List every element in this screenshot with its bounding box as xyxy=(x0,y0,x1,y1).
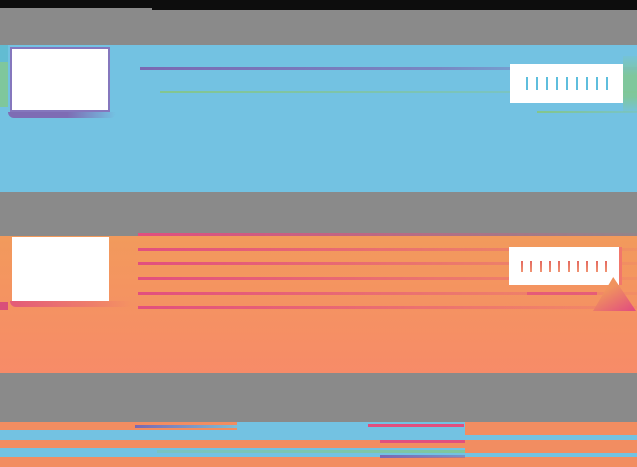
footer-stripe-orange xyxy=(0,422,237,430)
barcode-tick xyxy=(565,77,568,90)
ticket-card-orange[interactable] xyxy=(0,233,637,373)
logo-placeholder-box xyxy=(12,237,109,301)
logo-box-shadow xyxy=(8,112,116,118)
barcode-tick xyxy=(605,77,608,90)
title-line-placeholder xyxy=(140,67,637,70)
card-edge-pink-accent xyxy=(0,302,8,310)
barcode-tick xyxy=(575,77,578,90)
barcode-tick xyxy=(567,260,570,272)
window-top-edge-step xyxy=(152,8,637,10)
barcode xyxy=(510,64,623,103)
footer-stripe-blue xyxy=(465,435,637,440)
barcode-tick xyxy=(525,77,528,90)
text-placeholder-band xyxy=(0,373,637,422)
logo-box-shadow xyxy=(10,301,138,307)
footer-stripe-orange xyxy=(0,440,465,448)
barcode-tick xyxy=(539,260,542,272)
detail-line-placeholder xyxy=(537,111,637,113)
card-edge-green-accent-left xyxy=(0,62,8,107)
text-placeholder-band xyxy=(0,192,637,236)
footer-accent-line-purple xyxy=(380,455,465,458)
card-edge-green-accent-right xyxy=(623,56,637,112)
ticket-card-blue[interactable] xyxy=(0,45,637,192)
barcode-tick xyxy=(595,77,598,90)
barcode-tick xyxy=(577,260,580,272)
barcode-tick xyxy=(555,77,558,90)
text-line-placeholder xyxy=(138,306,637,310)
barcode-tick xyxy=(585,77,588,90)
footer-stripe-blue xyxy=(465,453,637,457)
footer-accent-line-pink xyxy=(380,440,465,443)
footer-stripe-orange xyxy=(465,457,637,467)
barcode-tick xyxy=(545,77,548,90)
barcode-tick xyxy=(535,77,538,90)
card-edge-teal-accent xyxy=(0,45,8,62)
text-line-group xyxy=(138,233,637,310)
footer-accent-line-purple xyxy=(135,425,237,428)
window-top-edge xyxy=(0,0,637,8)
text-line-placeholder xyxy=(138,247,637,251)
partially-visible-cards xyxy=(0,422,637,467)
barcode-tick xyxy=(548,260,551,272)
text-line-placeholder xyxy=(138,233,637,236)
barcode-tick xyxy=(520,260,523,272)
barcode-tick xyxy=(586,260,589,272)
footer-accent-line-pink xyxy=(368,424,464,427)
header-text-placeholder-band xyxy=(0,8,637,45)
text-line-placeholder xyxy=(138,277,637,281)
footer-stripe-blue xyxy=(0,430,465,440)
footer-stripe-orange xyxy=(465,422,637,435)
barcode xyxy=(509,247,622,285)
barcode-tick xyxy=(605,260,608,272)
barcode-tick xyxy=(530,260,533,272)
footer-stripe-orange xyxy=(465,440,637,453)
logo-placeholder-box xyxy=(10,47,110,112)
detail-line-placeholder xyxy=(527,292,597,295)
footer-accent-line-green xyxy=(157,450,465,453)
barcode-tick xyxy=(595,260,598,272)
text-line-placeholder xyxy=(138,291,637,295)
text-line-placeholder xyxy=(138,262,637,266)
subtitle-line-placeholder xyxy=(160,91,637,93)
footer-stripe-orange xyxy=(0,457,465,467)
barcode-tick xyxy=(558,260,561,272)
footer-stripe-blue xyxy=(237,422,465,430)
